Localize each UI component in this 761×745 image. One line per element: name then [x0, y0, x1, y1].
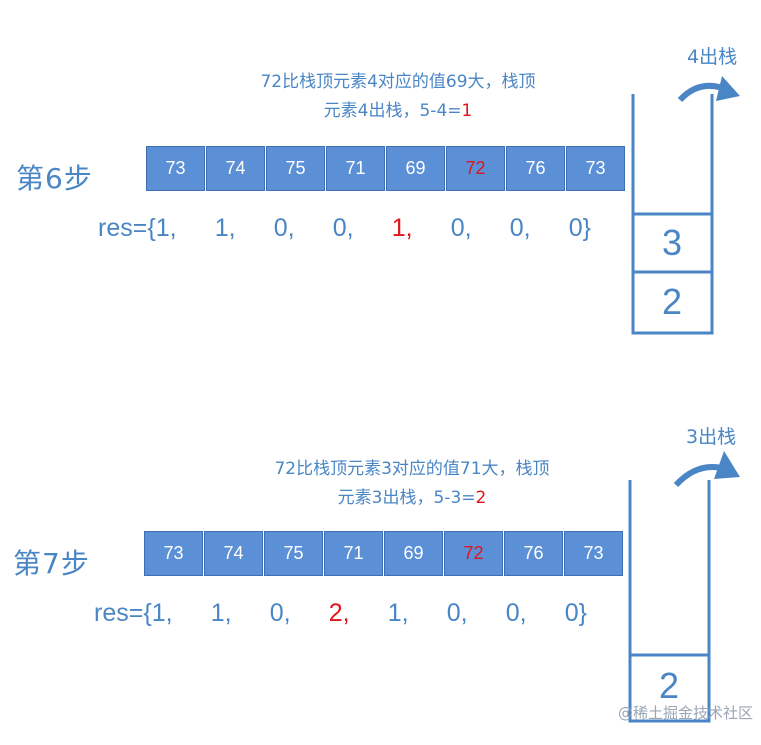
array-cell-current: 72: [444, 531, 503, 576]
stack-item: 2: [658, 665, 680, 706]
step-6-note-result: 1: [461, 101, 473, 121]
array-cell: 75: [266, 146, 325, 191]
res-value: 0,: [509, 214, 531, 242]
step-7-note-line1: 72比栈顶元素3对应的值71大，栈顶: [274, 459, 550, 479]
res-value-updated: 1,: [391, 214, 413, 242]
res-value: 0,: [332, 214, 354, 242]
array-cell: 75: [264, 531, 323, 576]
array-cell: 73: [566, 146, 625, 191]
step-6-panel: 72比栈顶元素4对应的值69大，栈顶 元素4出栈，5-4=1 第6步 73 74…: [0, 0, 761, 360]
res-value: 0,: [450, 214, 472, 242]
array-cell: 73: [564, 531, 623, 576]
step-7-note-line2: 元素3出栈，5-3=2: [222, 484, 602, 513]
res-value: 1,: [214, 214, 236, 242]
res-value: 0}: [568, 214, 591, 242]
watermark: @稀土掘金技术社区: [617, 704, 753, 722]
res-value: 0,: [269, 599, 291, 627]
res-value: 1,: [210, 599, 232, 627]
array-cell: 76: [506, 146, 565, 191]
step-6-note: 72比栈顶元素4对应的值69大，栈顶 元素4出栈，5-4=1: [208, 68, 588, 126]
arrow-head-icon: [716, 76, 740, 101]
array-cell: 69: [386, 146, 445, 191]
res-value: 1,: [151, 599, 173, 627]
array-cell: 73: [146, 146, 205, 191]
stack-item: 2: [661, 281, 683, 322]
array-cell: 71: [324, 531, 383, 576]
step-6-stack-drawing: [631, 76, 740, 335]
step-7-note: 72比栈顶元素3对应的值71大，栈顶 元素3出栈，5-3=2: [222, 455, 602, 513]
res-value: 0,: [446, 599, 468, 627]
step-7-stack-drawing: [628, 451, 740, 723]
step-7-panel: 72比栈顶元素3对应的值71大，栈顶 元素3出栈，5-3=2 第7步 73 74…: [0, 385, 761, 745]
res-value: 0,: [273, 214, 295, 242]
stack-container: [628, 480, 711, 723]
step-6-note-line2: 元素4出栈，5-4=1: [208, 97, 588, 126]
pop-label: 3出栈: [686, 426, 737, 448]
res-prefix: res={: [94, 599, 152, 627]
res-prefix: res={: [98, 214, 156, 242]
array-cell: 73: [144, 531, 203, 576]
array-cell: 71: [326, 146, 385, 191]
res-value-updated: 2,: [328, 599, 350, 627]
array-cell: 76: [504, 531, 563, 576]
res-value: 0}: [564, 599, 587, 627]
array-cell-current: 72: [446, 146, 505, 191]
step-7-note-result: 2: [475, 488, 487, 508]
res-value: 1,: [387, 599, 409, 627]
step-7-res: res={1,1,0,2,1,0,0,0}: [94, 599, 587, 628]
step-7-label: 第7步: [13, 547, 90, 580]
step-6-note-line1: 72比栈顶元素4对应的值69大，栈顶: [260, 72, 536, 92]
step-7-note-line2-text: 元素3出栈，5-3=: [337, 488, 476, 508]
step-6-res: res={1,1,0,0,1,0,0,0}: [98, 214, 591, 243]
array-cell: 74: [204, 531, 263, 576]
pop-label: 4出栈: [687, 46, 738, 68]
step-6-array: 73 74 75 71 69 72 76 73: [146, 146, 626, 191]
res-value: 1,: [155, 214, 177, 242]
stack-item: 3: [661, 222, 683, 263]
step-6-label: 第6步: [16, 162, 93, 195]
arrow-head-icon: [714, 451, 740, 479]
step-6-note-line2-text: 元素4出栈，5-4=: [323, 101, 462, 121]
res-value: 0,: [505, 599, 527, 627]
array-cell: 69: [384, 531, 443, 576]
step-7-array: 73 74 75 71 69 72 76 73: [144, 531, 624, 576]
array-cell: 74: [206, 146, 265, 191]
